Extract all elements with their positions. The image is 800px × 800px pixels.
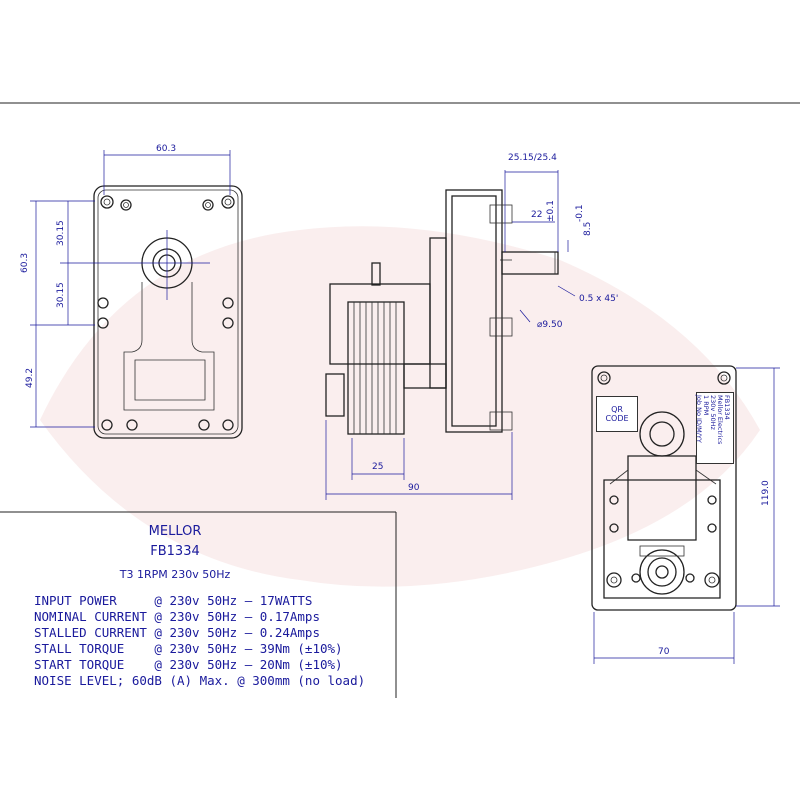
spec-summary: T3 1RPM 230v 50Hz bbox=[119, 568, 231, 581]
sticker-line-3: 230v 50Hz bbox=[709, 395, 717, 430]
qr-code-label: QR CODE bbox=[596, 396, 638, 432]
front-bottom-dim: 49.2 bbox=[25, 368, 35, 388]
spec-model: FB1334 bbox=[150, 544, 200, 559]
chamfer-dim: 0.5 x 45' bbox=[579, 294, 618, 304]
shaft-dia-dim: ⌀9.50 bbox=[537, 320, 563, 330]
shaft-flat-dim: 22 bbox=[531, 210, 542, 220]
sticker-line-2: Mellor Electrics bbox=[716, 395, 724, 445]
shaft-length-dim: 25.15/25.4 bbox=[508, 153, 557, 163]
spec-line-noise-level: NOISE LEVEL; 60dB (A) Max. @ 300mm (no l… bbox=[34, 673, 366, 688]
side-view bbox=[325, 170, 576, 500]
sticker-line-4: 1 RPM bbox=[702, 395, 710, 416]
sticker-line-1: FB1334 bbox=[723, 395, 731, 420]
watermark-logo bbox=[40, 226, 760, 587]
motor-width-dim: 25 bbox=[372, 462, 383, 472]
shaft-flat-depth-tol: -0.1 bbox=[575, 204, 585, 222]
spec-line-start-torque: START TORQUE @ 230v 50Hz – 20Nm (±10%) bbox=[34, 657, 343, 672]
front-view bbox=[30, 150, 243, 439]
qr-label-line-1: QR bbox=[611, 405, 623, 414]
front-upper-offset-dim: 30.15 bbox=[56, 220, 66, 246]
back-view bbox=[591, 365, 780, 664]
total-length-dim: 90 bbox=[408, 483, 420, 493]
shaft-flat-tol: ±0.1 bbox=[546, 200, 556, 222]
spec-box-frame bbox=[0, 511, 397, 698]
back-width-dim: 70 bbox=[658, 647, 670, 657]
front-width-dim: 60.3 bbox=[156, 144, 176, 154]
spec-line-stalled-current: STALLED CURRENT @ 230v 50Hz – 0.24Amps bbox=[34, 625, 320, 640]
sticker-line-5: Job No ID/M/YY bbox=[695, 395, 703, 443]
qr-label-line-2: CODE bbox=[605, 414, 629, 423]
front-height-dim: 60.3 bbox=[20, 253, 30, 273]
spec-brand: MELLOR bbox=[148, 524, 202, 539]
product-sticker: FB1334 Mellor Electrics 230v 50Hz 1 RPM … bbox=[695, 392, 734, 464]
spec-line-input-power: INPUT POWER @ 230v 50Hz – 17WATTS bbox=[34, 593, 313, 608]
front-lower-offset-dim: 30.15 bbox=[56, 282, 66, 308]
back-height-dim: 119.0 bbox=[761, 480, 771, 506]
spec-line-nominal-current: NOMINAL CURRENT @ 230v 50Hz – 0.17Amps bbox=[34, 609, 320, 624]
shaft-flat-depth-dim: 8.5 bbox=[583, 222, 593, 236]
spec-line-stall-torque: STALL TORQUE @ 230v 50Hz – 39Nm (±10%) bbox=[34, 641, 343, 656]
